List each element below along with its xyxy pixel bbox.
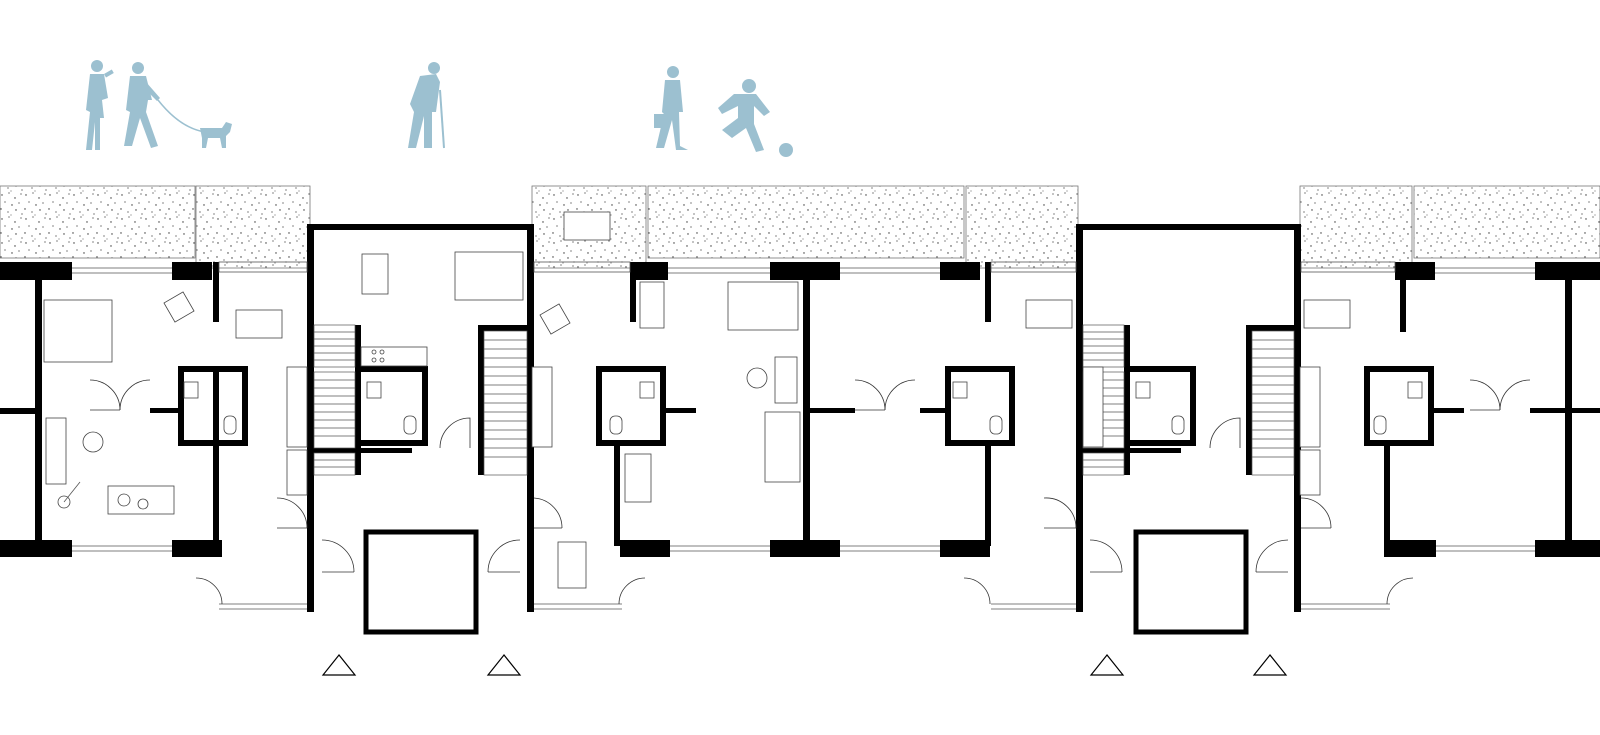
garden-4 bbox=[647, 185, 965, 259]
triangle-marker-icon bbox=[486, 654, 522, 676]
windows bbox=[72, 261, 1535, 610]
figures-group bbox=[86, 60, 793, 157]
table-c-icon bbox=[361, 253, 389, 295]
entrance-markers bbox=[321, 654, 1288, 676]
garden-2 bbox=[195, 185, 311, 269]
front-gardens bbox=[0, 185, 1600, 269]
garden-5 bbox=[965, 185, 1079, 269]
elderly-man-with-cane-icon bbox=[408, 62, 445, 149]
man-walking-dog-icon bbox=[124, 62, 206, 148]
garden-7 bbox=[1413, 185, 1600, 259]
wc-fixtures bbox=[183, 381, 1423, 435]
triangle-marker-icon bbox=[321, 654, 357, 676]
bed-icon bbox=[43, 299, 113, 363]
walls bbox=[0, 224, 1600, 635]
woman-with-phone-icon bbox=[86, 60, 114, 150]
bed-c-icon bbox=[727, 281, 799, 331]
triangle-marker-icon bbox=[1252, 654, 1288, 676]
sofa-icon bbox=[45, 417, 67, 485]
dog-icon bbox=[200, 122, 232, 148]
ball-icon bbox=[779, 143, 793, 157]
table-b-icon bbox=[235, 309, 283, 339]
furniture bbox=[43, 211, 1351, 589]
man-with-briefcase-icon bbox=[654, 66, 688, 150]
garden-6 bbox=[1299, 185, 1413, 269]
armchair-icon bbox=[163, 291, 195, 323]
doors bbox=[89, 379, 1531, 605]
boy-kicking-ball-icon bbox=[718, 79, 770, 152]
bed-b-icon bbox=[454, 251, 524, 301]
kitchen-counter-icon bbox=[286, 366, 308, 448]
garden-1 bbox=[0, 185, 196, 259]
coffee-table-icon bbox=[82, 431, 104, 453]
table-d-icon bbox=[563, 211, 611, 241]
triangle-marker-icon bbox=[1089, 654, 1125, 676]
